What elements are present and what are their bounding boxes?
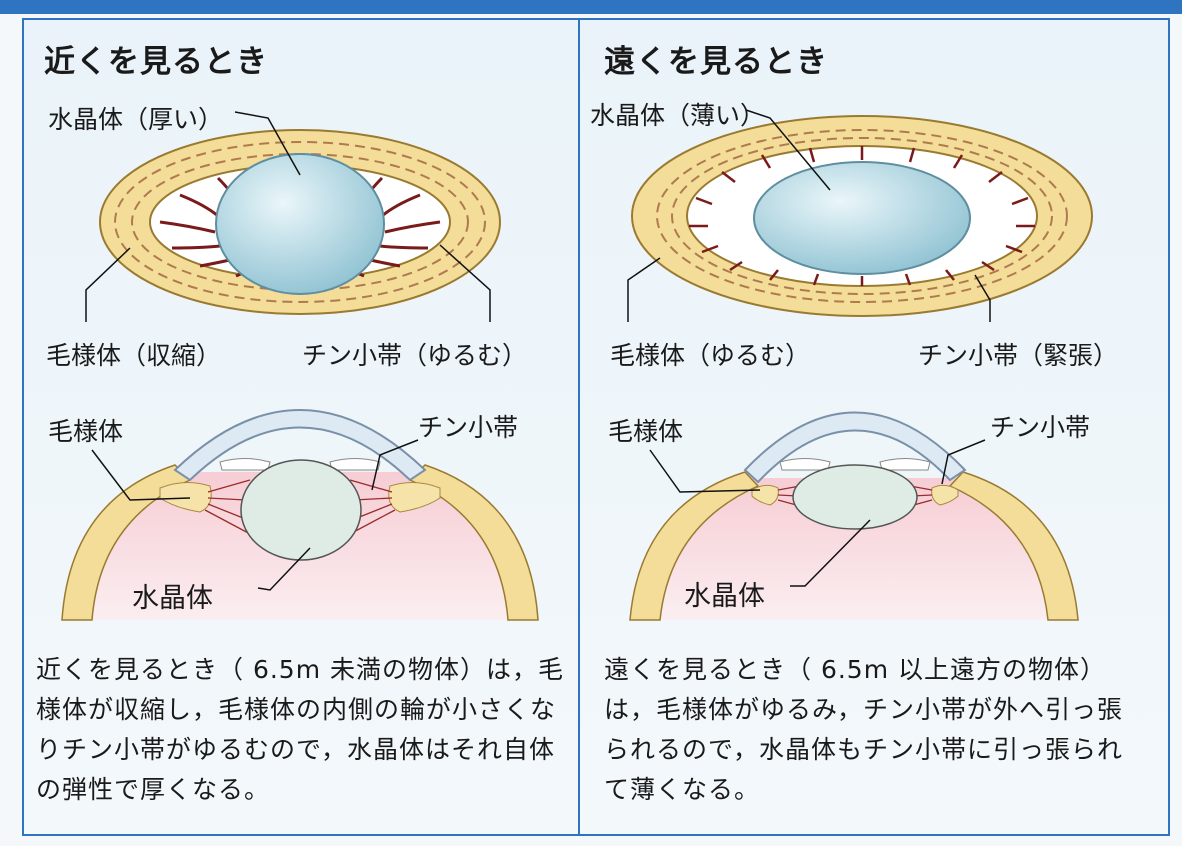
left-lens-label: 水晶体（厚い） [48,105,224,134]
left-panel-title: 近くを見るとき [44,44,268,80]
right-ciliary-label: 毛様体（ゆるむ） [610,341,811,370]
right-description: 遠くを見るとき（ 6.5m 以上遠方の物体）は，毛様体がゆるみ，チン小帯が外へ引… [604,655,1124,804]
left-zonule-side-label: チン小帯 [418,413,519,442]
panel-divider [578,18,580,836]
right-zonule-side-label: チン小帯 [990,413,1091,442]
header-bar [0,0,1182,14]
left-ring-diagram [85,111,501,322]
right-panel-title: 遠くを見るとき [604,44,828,80]
left-lens-side-label: 水晶体 [132,583,213,614]
right-ciliary-side-label: 毛様体 [608,417,684,446]
left-ciliary-label: 毛様体（収縮） [46,341,222,370]
right-lens-label: 水晶体（薄い） [590,101,766,130]
right-lens-side-label: 水晶体 [684,581,765,612]
right-zonule-label: チン小帯（緊張） [918,341,1119,370]
left-eye-section [61,409,539,621]
right-eye-section [629,411,1079,621]
right-ring-diagram [627,109,1093,322]
left-description: 近くを見るとき（ 6.5m 未満の物体）は，毛様体が収縮し，毛様体の内側の輪が小… [36,655,565,804]
left-zonule-label: チン小帯（ゆるむ） [302,341,528,370]
left-ciliary-side-label: 毛様体 [48,417,124,446]
